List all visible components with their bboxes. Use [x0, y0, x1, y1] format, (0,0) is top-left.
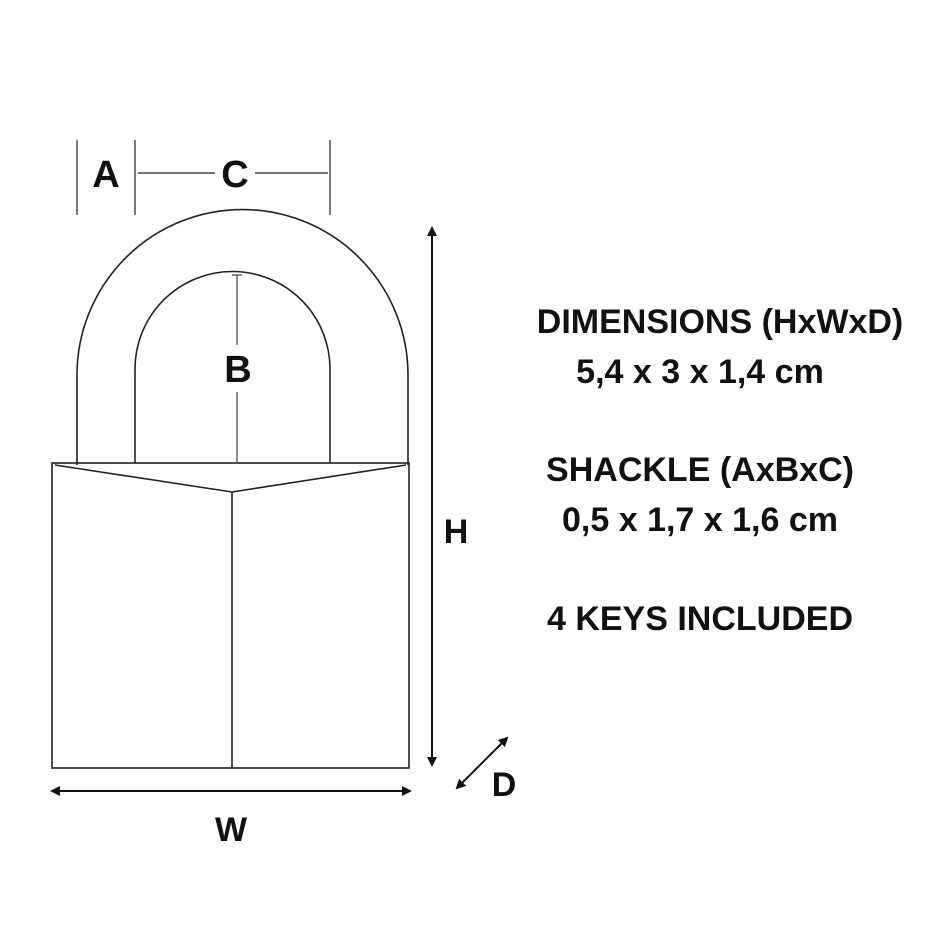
dimensions-title: DIMENSIONS (HxWxD)	[536, 303, 904, 341]
dimensions-value: 5,4 x 3 x 1,4 cm	[576, 353, 824, 391]
shackle-title: SHACKLE (AxBxC)	[546, 451, 854, 489]
label-b: B	[224, 349, 251, 391]
padlock-body	[51, 462, 410, 769]
shackle-outer	[76, 208, 409, 465]
dimension-line-b	[232, 274, 242, 463]
body-bevel	[54, 464, 407, 768]
label-a: A	[92, 154, 119, 196]
label-c: C	[221, 154, 248, 196]
depth-arrow	[455, 736, 509, 790]
shackle-value: 0,5 x 1,7 x 1,6 cm	[562, 501, 838, 539]
dimension-lines-ac	[76, 140, 331, 215]
keys-included: 4 KEYS INCLUDED	[546, 600, 854, 638]
shackle-inner	[134, 270, 331, 463]
label-d: D	[492, 766, 517, 804]
label-w: W	[215, 811, 248, 849]
label-h: H	[444, 513, 469, 551]
